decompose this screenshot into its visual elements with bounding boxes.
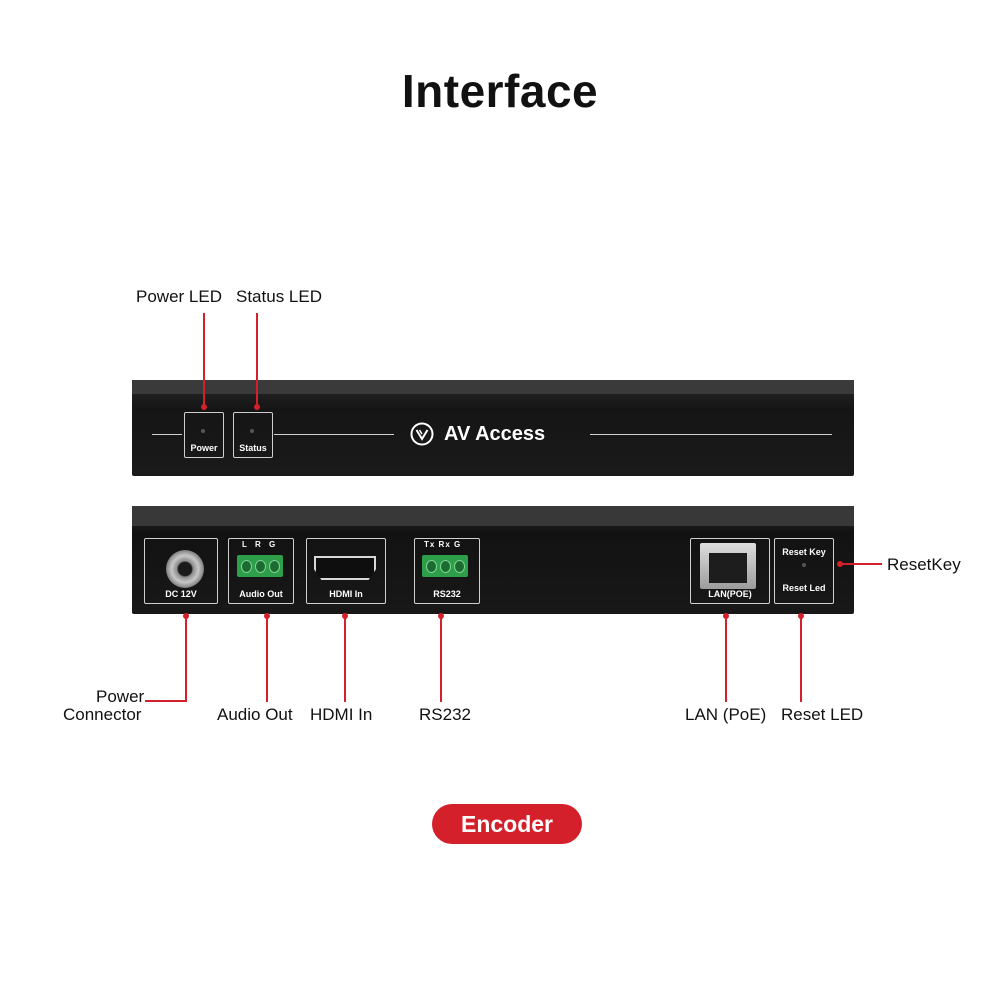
lan-poe-port: LAN(POE) xyxy=(690,538,770,604)
callout-line-reset-led xyxy=(800,616,802,702)
rj45-connector-icon xyxy=(700,543,756,589)
reset-key-hole xyxy=(802,563,806,567)
callout-line-status-led xyxy=(256,313,258,406)
callout-label-status-led: Status LED xyxy=(236,287,322,306)
power-led-dot xyxy=(201,429,205,433)
reset-panel: Reset Key Reset Led xyxy=(774,538,834,604)
callout-line-rs232 xyxy=(440,616,442,702)
callout-line-power-led xyxy=(203,313,205,406)
status-led-label: Status xyxy=(239,443,267,453)
encoder-badge: Encoder xyxy=(432,804,582,844)
audio-out-port-label: Audio Out xyxy=(239,589,283,599)
rs232-pin-labels: Tx Rx G xyxy=(424,540,462,549)
callout-line-lan xyxy=(725,616,727,702)
callout-dot-reset-key xyxy=(837,561,843,567)
callout-label-power-led: Power LED xyxy=(136,287,222,306)
page-title: Interface xyxy=(401,65,599,117)
callout-line-power-connector xyxy=(185,616,187,702)
status-led-dot xyxy=(250,429,254,433)
hdmi-port-label: HDMI In xyxy=(329,589,363,599)
callout-dot-status-led xyxy=(254,404,260,410)
audio-pin-labels: L R G xyxy=(242,540,279,549)
audio-terminal-block xyxy=(237,555,283,577)
callout-hline-power-connector xyxy=(145,700,187,702)
dc-port-label: DC 12V xyxy=(165,589,197,599)
callout-label-power-connector-line1: Power xyxy=(96,687,145,706)
callout-line-reset-key xyxy=(842,563,882,565)
dc-jack-icon xyxy=(166,550,204,588)
device-top-lid xyxy=(132,380,854,394)
device-top-lid xyxy=(132,506,854,526)
callout-label-power-connector-line2: Connector xyxy=(63,705,142,724)
front-panel-line xyxy=(590,434,832,435)
callout-label-rs232: RS232 xyxy=(419,705,471,724)
rs232-port-label: RS232 xyxy=(433,589,461,599)
encoder-front-view xyxy=(132,380,854,476)
av-access-logo-icon xyxy=(410,422,434,446)
rs232-port: RS232 xyxy=(414,538,480,604)
front-panel-line xyxy=(152,434,182,435)
brand-name: AV Access xyxy=(444,423,546,445)
hdmi-connector-icon xyxy=(314,556,376,580)
callout-line-audio-out xyxy=(266,616,268,702)
lan-port-label: LAN(POE) xyxy=(708,589,752,599)
power-led-indicator: Power xyxy=(184,412,224,458)
callout-label-reset-led: Reset LED xyxy=(781,705,864,724)
rs232-terminal-block xyxy=(422,555,468,577)
callout-label-hdmi-in: HDMI In xyxy=(310,705,373,724)
power-led-label: Power xyxy=(190,443,218,453)
hdmi-in-port: HDMI In xyxy=(306,538,386,604)
status-led-indicator: Status xyxy=(233,412,273,458)
callout-label-lan-poe: LAN (PoE) xyxy=(685,705,767,724)
callout-line-hdmi-in xyxy=(344,616,346,702)
callout-label-audio-out: Audio Out xyxy=(217,705,293,724)
dc-power-port: DC 12V xyxy=(144,538,218,604)
front-panel-line xyxy=(274,434,394,435)
callout-label-reset-key: ResetKey xyxy=(887,555,961,574)
audio-out-port: Audio Out xyxy=(228,538,294,604)
callout-dot-power-led xyxy=(201,404,207,410)
reset-key-label: Reset Key xyxy=(782,547,826,557)
reset-led-label: Reset Led xyxy=(782,583,826,593)
